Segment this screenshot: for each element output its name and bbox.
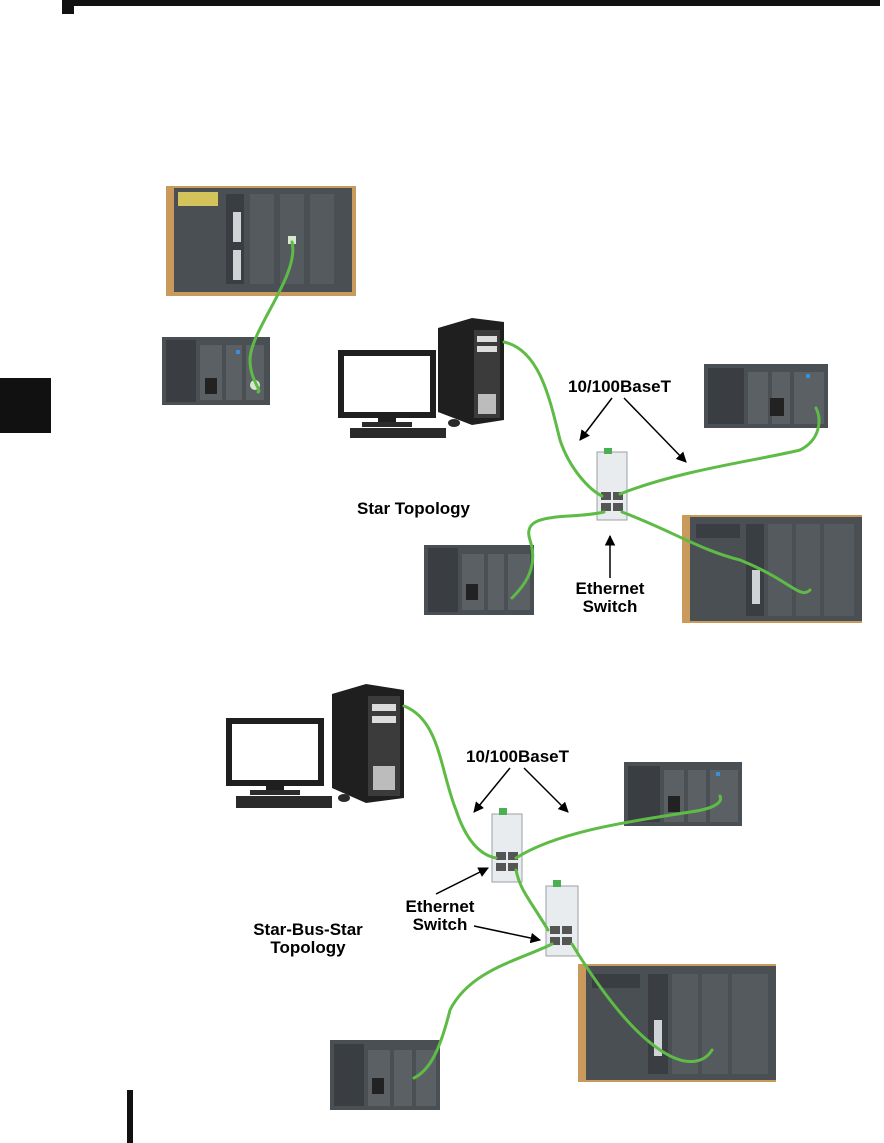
desktop-pc-star bbox=[338, 318, 504, 438]
plc-rack-bottom-right bbox=[682, 515, 862, 623]
plc-dl205-sbs-bottom-left bbox=[330, 1040, 440, 1110]
star-topology-section: 10/100BaseT Star Topology Ethernet Switc… bbox=[162, 186, 862, 623]
page-top-mark bbox=[62, 0, 74, 14]
star-bus-star-topology-section: 10/100BaseT Ethernet Switch Star-Bus-Sta… bbox=[226, 684, 776, 1110]
star-cables bbox=[248, 240, 821, 600]
chapter-tab bbox=[0, 378, 51, 433]
star-switch-label-line1: Ethernet bbox=[576, 579, 645, 598]
plc-rack-top bbox=[166, 186, 356, 296]
star-speed-label: 10/100BaseT bbox=[568, 377, 672, 396]
plc-rack-sbs-bottom-right bbox=[578, 964, 776, 1082]
plc-dl205-right bbox=[704, 364, 828, 428]
page-top-rule bbox=[62, 0, 880, 6]
sbs-topology-label-line1: Star-Bus-Star bbox=[253, 920, 363, 939]
plc-dl205-bottom-left bbox=[424, 545, 534, 615]
star-switch-label-line2: Switch bbox=[583, 597, 638, 616]
sbs-cables bbox=[402, 704, 723, 1080]
sbs-speed-label: 10/100BaseT bbox=[466, 747, 570, 766]
sbs-switch-label-line1: Ethernet bbox=[406, 897, 475, 916]
plc-dl205-sbs-right bbox=[624, 762, 742, 826]
page-bottom-bar bbox=[127, 1090, 133, 1143]
desktop-pc-star-bus-star bbox=[226, 684, 404, 808]
sbs-switch-label-line2: Switch bbox=[413, 915, 468, 934]
ethernet-switch-sbs-1 bbox=[491, 808, 523, 883]
sbs-topology-label-line2: Topology bbox=[270, 938, 346, 957]
ethernet-switch-star bbox=[596, 448, 628, 521]
star-topology-label: Star Topology bbox=[357, 499, 471, 518]
